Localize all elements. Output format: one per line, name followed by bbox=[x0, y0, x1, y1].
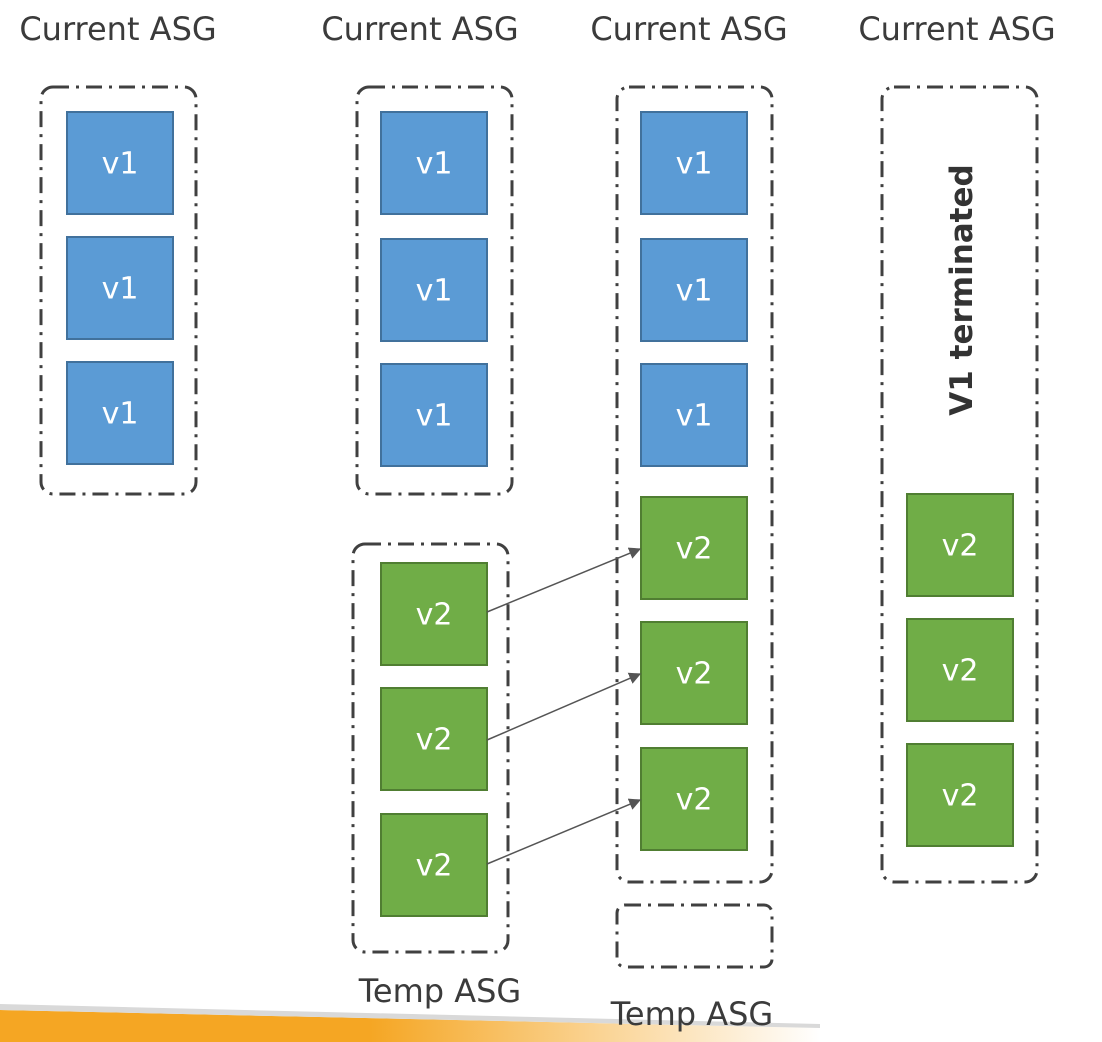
temp-asg-label-col3: Temp ASG bbox=[610, 995, 774, 1033]
instance-col3-v1-a: v1 bbox=[640, 111, 748, 215]
move-arrow-1 bbox=[486, 547, 642, 613]
asg-container-col4-current bbox=[880, 85, 1039, 884]
bottom-accent-shadow bbox=[0, 1004, 820, 1028]
instance-label: v2 bbox=[942, 654, 979, 689]
bottom-accent-bar bbox=[0, 1010, 820, 1042]
instance-col4-v2-a: v2 bbox=[906, 493, 1014, 597]
instance-label: v2 bbox=[416, 723, 453, 758]
instance-label: v2 bbox=[676, 532, 713, 567]
move-arrow-3 bbox=[486, 798, 642, 865]
instance-col1-v1-c: v1 bbox=[66, 361, 174, 465]
instance-col2-v1-a: v1 bbox=[380, 111, 488, 215]
instance-col4-v2-c: v2 bbox=[906, 743, 1014, 847]
instance-label: v1 bbox=[676, 147, 713, 182]
instance-col3-v1-b: v1 bbox=[640, 238, 748, 342]
move-arrow-2 bbox=[486, 672, 642, 741]
instance-label: v2 bbox=[676, 657, 713, 692]
instance-label: v1 bbox=[416, 274, 453, 309]
instance-label: v1 bbox=[102, 397, 139, 432]
instance-col3-v2-a: v2 bbox=[640, 496, 748, 600]
instance-label: v1 bbox=[102, 147, 139, 182]
asg-container-col2-current bbox=[355, 85, 514, 496]
instance-col2-v1-c: v1 bbox=[380, 363, 488, 467]
instance-label: v2 bbox=[416, 849, 453, 884]
instance-col4-v2-b: v2 bbox=[906, 618, 1014, 722]
asg-container-col3-temp-empty bbox=[615, 903, 774, 969]
instance-label: v2 bbox=[416, 598, 453, 633]
instance-col3-v2-b: v2 bbox=[640, 621, 748, 725]
instance-label: v2 bbox=[942, 779, 979, 814]
column-title-4: Current ASG bbox=[858, 10, 1056, 48]
instance-label: v1 bbox=[416, 399, 453, 434]
column-title-2: Current ASG bbox=[321, 10, 519, 48]
instance-col2-v2-a: v2 bbox=[380, 562, 488, 666]
instance-label: v2 bbox=[676, 783, 713, 818]
instance-label: v1 bbox=[676, 274, 713, 309]
instance-label: v2 bbox=[942, 529, 979, 564]
instance-col1-v1-b: v1 bbox=[66, 236, 174, 340]
instance-label: v1 bbox=[102, 272, 139, 307]
column-title-3: Current ASG bbox=[590, 10, 788, 48]
instance-col2-v2-c: v2 bbox=[380, 813, 488, 917]
asg-container-col2-temp bbox=[351, 542, 510, 954]
instance-col3-v2-c: v2 bbox=[640, 747, 748, 851]
instance-label: v1 bbox=[676, 399, 713, 434]
asg-container-col3-current bbox=[615, 85, 774, 884]
instance-col2-v1-b: v1 bbox=[380, 238, 488, 342]
asg-container-col1-current bbox=[39, 85, 198, 496]
instance-col1-v1-a: v1 bbox=[66, 111, 174, 215]
instance-label: v1 bbox=[416, 147, 453, 182]
column-title-1: Current ASG bbox=[19, 10, 217, 48]
instance-col3-v1-c: v1 bbox=[640, 363, 748, 467]
v1-terminated-label: V1 terminated bbox=[944, 164, 980, 416]
temp-asg-label-col2: Temp ASG bbox=[358, 972, 522, 1010]
instance-col2-v2-b: v2 bbox=[380, 687, 488, 791]
